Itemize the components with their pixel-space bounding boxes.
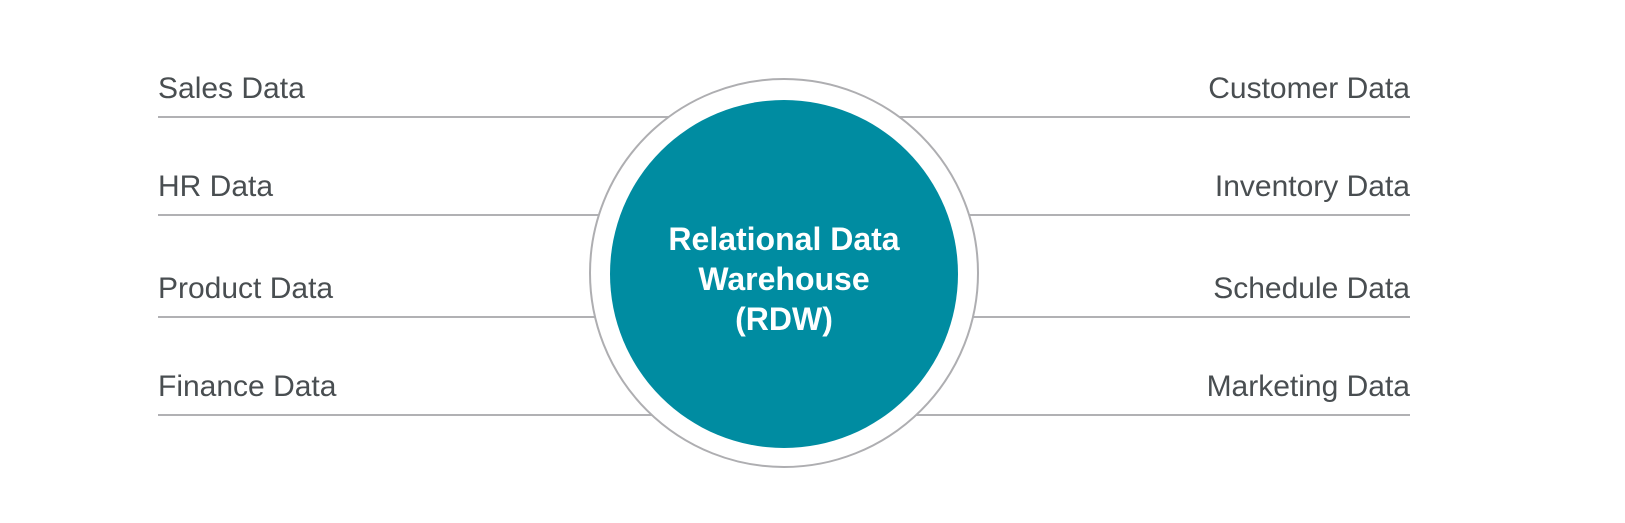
source-label-inventory-data: Inventory Data — [1214, 170, 1410, 203]
source-label-schedule-data: Schedule Data — [1213, 272, 1410, 305]
hub-title-line-3: (RDW) — [735, 301, 833, 337]
hub-circle-rdw: Relational Data Warehouse (RDW) — [610, 100, 958, 448]
source-label-finance-data: Finance Data — [158, 370, 337, 403]
source-label-marketing-data: Marketing Data — [1206, 370, 1410, 403]
hub-title-line-2: Warehouse — [698, 261, 870, 297]
source-label-sales-data: Sales Data — [158, 72, 305, 105]
source-label-customer-data: Customer Data — [1208, 72, 1410, 105]
source-label-product-data: Product Data — [158, 272, 334, 305]
hub-title-line-1: Relational Data — [668, 221, 900, 257]
source-label-hr-data: HR Data — [158, 170, 274, 203]
hub-title: Relational Data Warehouse (RDW) — [668, 219, 899, 339]
